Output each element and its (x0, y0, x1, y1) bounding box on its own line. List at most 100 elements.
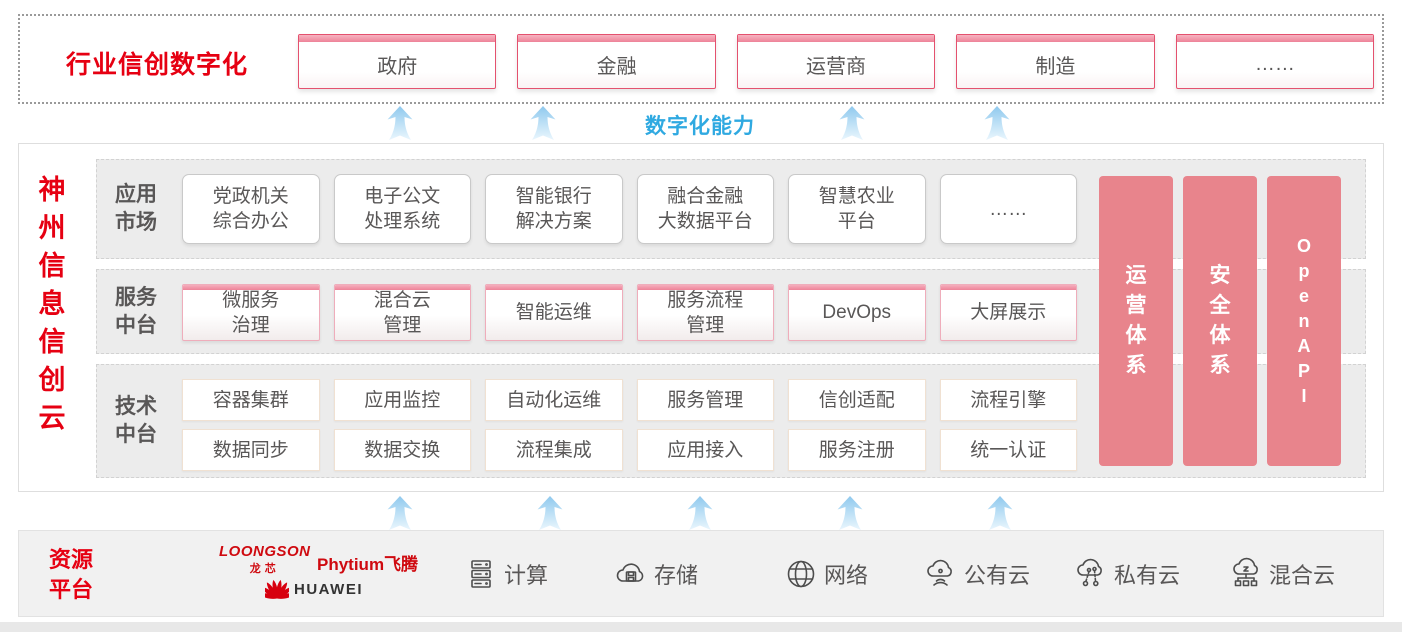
service-label: 混合云 管理 (373, 289, 431, 336)
compute-icon (471, 560, 491, 588)
industry-label: 金融 (596, 55, 637, 78)
industry-banner: 行业信创数字化 政府 金融 运营商 制造 …… (18, 14, 1384, 104)
app-box: 党政机关 综合办公 (182, 174, 320, 244)
capability-label: 数字化能力 (645, 115, 755, 138)
up-arrow-icon (537, 496, 563, 530)
up-arrow-icon (837, 496, 863, 530)
service-box: 服务流程 管理 (636, 284, 774, 341)
industry-box-operator: 运营商 (736, 34, 936, 89)
resource-platform-title: 资源 平台 (49, 547, 94, 602)
resource-label: 公有云 (964, 563, 1031, 588)
service-label: 服务流程 管理 (667, 289, 744, 336)
pink-strip (334, 285, 470, 290)
app-box: 融合金融 大数据平台 (636, 174, 774, 244)
service-middle-band: 服务 中台 微服务 治理 混合云 管理 智能运维 服务流程 管理 DevOps … (96, 269, 1366, 354)
resource-item-public-cloud: 公有云 (924, 557, 1030, 591)
app-box-more: …… (939, 174, 1077, 244)
resource-item-hybrid-cloud: 混合云 (1229, 557, 1335, 591)
pink-strip (637, 285, 773, 290)
pink-strip (518, 35, 715, 42)
resource-item-compute: 计算 (464, 557, 548, 591)
resource-platform-panel: 资源 平台 LOONGSON 龙芯 Phytium飞腾 HUAWEI (18, 530, 1384, 617)
industry-box-government: 政府 (298, 34, 497, 89)
service-label: DevOps (822, 302, 892, 323)
resource-label: 私有云 (1114, 563, 1181, 588)
tech-box: 数据同步 (182, 429, 320, 471)
platform-vertical-title: 神州信息信创云 (38, 175, 66, 433)
industry-label: 制造 (1035, 55, 1076, 78)
up-arrow-icon (387, 106, 413, 140)
service-box: 大屏展示 (939, 284, 1077, 341)
huawei-logo-text: HUAWEI (294, 580, 363, 598)
resource-item-storage: 存储 (614, 557, 698, 591)
public-cloud-icon (927, 559, 952, 586)
app-box: 智能银行 解决方案 (485, 174, 623, 244)
service-grid: 微服务 治理 混合云 管理 智能运维 服务流程 管理 DevOps 大屏展示 (182, 284, 1077, 341)
resource-item-private-cloud: 私有云 (1074, 557, 1180, 591)
up-arrow-icon (687, 496, 713, 530)
tech-box: 统一认证 (939, 429, 1077, 471)
side-bar-security: 安全体系 (1183, 176, 1257, 466)
tech-box: 服务管理 (636, 379, 774, 421)
tech-box: 流程引擎 (939, 379, 1077, 421)
side-bar-operations: 运营体系 (1099, 176, 1173, 466)
huawei-flower-icon (265, 579, 289, 599)
app-box: 电子公文 处理系统 (333, 174, 471, 244)
tech-box: 应用接入 (636, 429, 774, 471)
resource-label: 存储 (654, 563, 699, 588)
pink-strip (957, 35, 1154, 42)
loongson-logo-cn-text: 龙芯 (249, 563, 280, 575)
storage-icon (616, 563, 644, 582)
tech-box: 数据交换 (333, 429, 471, 471)
resource-label: 混合云 (1269, 563, 1336, 588)
pink-strip (1176, 35, 1374, 42)
tech-box: 信创适配 (788, 379, 926, 421)
pink-strip (486, 285, 622, 290)
pink-strip (940, 285, 1076, 290)
tech-box: 服务注册 (788, 429, 926, 471)
resource-item-network: 网络 (784, 557, 868, 591)
band-label: 技术 中台 (115, 395, 157, 446)
side-bar-label: Open API (1296, 235, 1311, 406)
pink-strip (183, 285, 319, 290)
cloud-platform-panel: 神州信息信创云 应用 市场 党政机关 综合办公 电子公文 处理系统 智能银行 解… (18, 143, 1384, 492)
pink-strip (299, 35, 496, 42)
private-cloud-icon (1077, 558, 1102, 587)
footer-strip (0, 622, 1402, 632)
up-arrow-icon (530, 106, 556, 140)
huawei-logo: HUAWEI (265, 578, 363, 600)
industry-row: 政府 金融 运营商 制造 …… (298, 34, 1375, 89)
industry-box-finance: 金融 (517, 34, 716, 89)
tech-middle-band: 技术 中台 容器集群 应用监控 自动化运维 服务管理 信创适配 流程引擎 数据同… (96, 364, 1366, 478)
industry-label: 政府 (377, 55, 418, 78)
tech-box: 自动化运维 (485, 379, 623, 421)
resource-label: 计算 (504, 563, 549, 588)
side-bar-open-api: Open API (1267, 176, 1341, 466)
band-label: 服务 中台 (115, 286, 157, 337)
up-arrow-icon (984, 106, 1010, 140)
industry-label: …… (1254, 52, 1295, 75)
service-box: DevOps (788, 284, 926, 341)
tech-box: 容器集群 (182, 379, 320, 421)
service-label: 智能运维 (515, 302, 592, 323)
pink-strip (737, 35, 935, 42)
tech-box: 流程集成 (485, 429, 623, 471)
pink-strip (789, 285, 925, 290)
side-bar-label: 运营体系 (1125, 264, 1147, 377)
tech-grid-bottom: 数据同步 数据交换 流程集成 应用接入 服务注册 统一认证 (182, 429, 1077, 471)
industry-box-manufacturing: 制造 (956, 34, 1155, 89)
industry-box-more: …… (1175, 34, 1375, 89)
tech-grid-top: 容器集群 应用监控 自动化运维 服务管理 信创适配 流程引擎 (182, 379, 1077, 421)
hybrid-cloud-icon (1233, 557, 1258, 587)
up-arrow-icon (839, 106, 865, 140)
industry-banner-title: 行业信创数字化 (66, 51, 249, 79)
band-label: 应用 市场 (115, 183, 157, 234)
app-market-grid: 党政机关 综合办公 电子公文 处理系统 智能银行 解决方案 融合金融 大数据平台… (182, 174, 1077, 244)
service-box: 混合云 管理 (333, 284, 471, 341)
network-icon (787, 560, 815, 588)
app-market-band: 应用 市场 党政机关 综合办公 电子公文 处理系统 智能银行 解决方案 融合金融… (96, 159, 1366, 259)
tech-box: 应用监控 (333, 379, 471, 421)
loongson-logo-text: LOONGSON (219, 543, 311, 560)
service-box: 微服务 治理 (182, 284, 320, 341)
